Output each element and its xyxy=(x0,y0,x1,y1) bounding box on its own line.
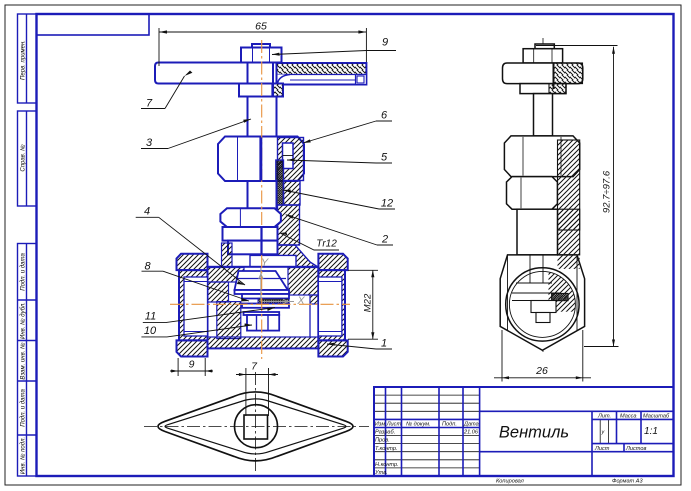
svg-text:26: 26 xyxy=(535,365,548,377)
svg-text:Инв. № дубл.: Инв. № дубл. xyxy=(20,302,27,339)
svg-text:Инв. № подл.: Инв. № подл. xyxy=(20,437,27,474)
svg-text:Н.контр.: Н.контр. xyxy=(375,462,399,468)
svg-text:9: 9 xyxy=(382,37,388,49)
svg-text:12: 12 xyxy=(381,198,393,210)
svg-text:Листов: Листов xyxy=(625,446,646,452)
svg-text:Тr12: Тr12 xyxy=(316,239,337,250)
svg-text:10: 10 xyxy=(144,325,157,337)
svg-text:Масса: Масса xyxy=(620,414,637,420)
svg-text:1: 1 xyxy=(381,338,387,350)
svg-text:№ докум.: № докум. xyxy=(406,421,431,427)
svg-text:Копировал: Копировал xyxy=(496,479,525,485)
svg-text:5: 5 xyxy=(381,152,388,164)
svg-text:Масштаб: Масштаб xyxy=(643,414,670,420)
svg-text:Лист: Лист xyxy=(594,446,610,452)
svg-text:9: 9 xyxy=(189,359,195,371)
svg-text:Вентиль: Вентиль xyxy=(499,424,569,442)
svg-text:Утв.: Утв. xyxy=(374,470,388,476)
svg-text:6: 6 xyxy=(381,110,388,122)
svg-text:М22: М22 xyxy=(363,293,374,312)
svg-text:Т.контр.: Т.контр. xyxy=(375,446,398,452)
svg-text:92.7÷97.6: 92.7÷97.6 xyxy=(602,170,613,213)
svg-text:21.06: 21.06 xyxy=(463,430,479,436)
svg-text:2: 2 xyxy=(381,234,388,246)
svg-text:Разраб.: Разраб. xyxy=(375,430,395,436)
svg-text:3: 3 xyxy=(146,137,153,149)
svg-text:Подп. и дата: Подп. и дата xyxy=(21,253,27,291)
svg-text:Пров.: Пров. xyxy=(375,438,390,444)
svg-text:Подп. и дата: Подп. и дата xyxy=(21,389,27,427)
svg-text:8: 8 xyxy=(144,261,151,273)
svg-text:Лит.: Лит. xyxy=(597,414,611,420)
svg-text:X: X xyxy=(296,295,305,307)
svg-text:7: 7 xyxy=(146,98,153,110)
svg-text:Изм.Лист: Изм.Лист xyxy=(375,421,402,427)
svg-text:Формат А3: Формат А3 xyxy=(612,479,643,485)
svg-text:Y: Y xyxy=(261,257,269,269)
svg-text:65: 65 xyxy=(255,21,267,33)
svg-text:4: 4 xyxy=(144,206,150,218)
svg-text:Подп.: Подп. xyxy=(442,421,457,427)
svg-text:Справ. №: Справ. № xyxy=(20,144,27,172)
svg-text:1:1: 1:1 xyxy=(644,426,658,437)
svg-text:Дата: Дата xyxy=(463,421,479,427)
svg-text:у: у xyxy=(601,430,606,436)
svg-text:Перв. примен.: Перв. примен. xyxy=(21,40,27,80)
svg-text:Взам. инв. №: Взам. инв. № xyxy=(20,342,27,380)
svg-text:7: 7 xyxy=(251,361,258,373)
svg-text:11: 11 xyxy=(145,311,156,323)
